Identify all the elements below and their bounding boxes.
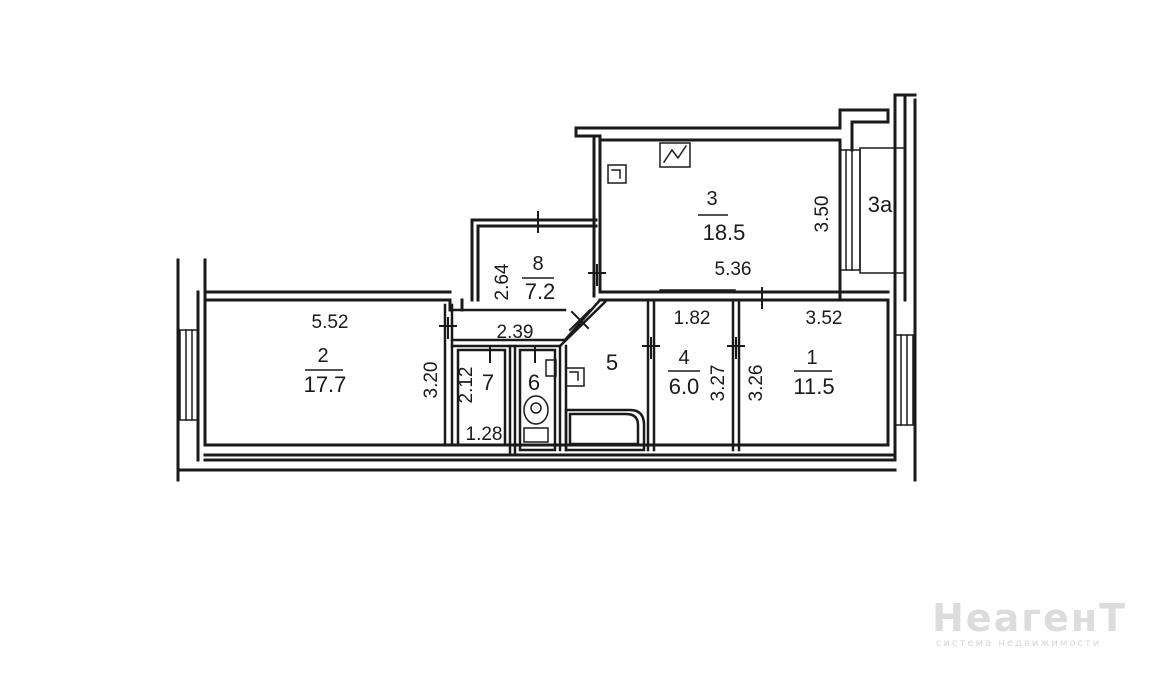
room-8-number: 8 (532, 253, 543, 275)
watermark-logo: НеагенТ (932, 596, 1128, 640)
windows (179, 147, 914, 426)
room-3a-number: 3а (868, 192, 893, 217)
room-labels: 3 18.5 3а 8 7.2 2 17.7 7 6 5 4 6.0 1 11.… (304, 188, 893, 399)
corridor-width-dim: 2.39 (497, 322, 534, 343)
room2-depth-dim: 3.20 (421, 362, 442, 399)
room-2-area: 17.7 (304, 372, 347, 397)
room1-width-dim: 3.52 (806, 308, 843, 329)
room-6-number: 6 (528, 370, 540, 395)
room-4-number: 4 (678, 347, 689, 369)
room-5-number: 5 (606, 350, 618, 375)
room7-depth-dim: 2.12 (456, 367, 477, 404)
watermark-subtitle: система недвижимости (936, 638, 1102, 649)
fixtures (523, 142, 691, 443)
room-3-area: 18.5 (703, 220, 746, 245)
room-3-number: 3 (706, 188, 717, 210)
room3-depth-dim: 3.50 (812, 196, 833, 233)
room2-width-dim: 5.52 (312, 312, 349, 333)
room7-width-dim: 1.28 (466, 424, 503, 445)
room-4-area: 6.0 (669, 374, 700, 399)
room8-depth-dim: 2.64 (492, 263, 513, 300)
room-7-number: 7 (482, 370, 494, 395)
door-marks (439, 211, 763, 363)
interior-walls (443, 298, 741, 457)
room4-width-dim: 1.82 (674, 308, 711, 329)
room-8-area: 7.2 (525, 279, 556, 304)
room-1-number: 1 (806, 347, 817, 369)
room-2-number: 2 (317, 345, 328, 367)
room1-depth-dim: 3.26 (746, 365, 767, 402)
room3-width-dim: 5.36 (715, 259, 752, 280)
room4-depth-dim: 3.27 (708, 365, 729, 402)
dimension-labels: 5.52 3.20 5.36 3.50 2.64 2.39 2.12 1.28 … (312, 196, 843, 445)
room-1-area: 11.5 (793, 374, 834, 399)
